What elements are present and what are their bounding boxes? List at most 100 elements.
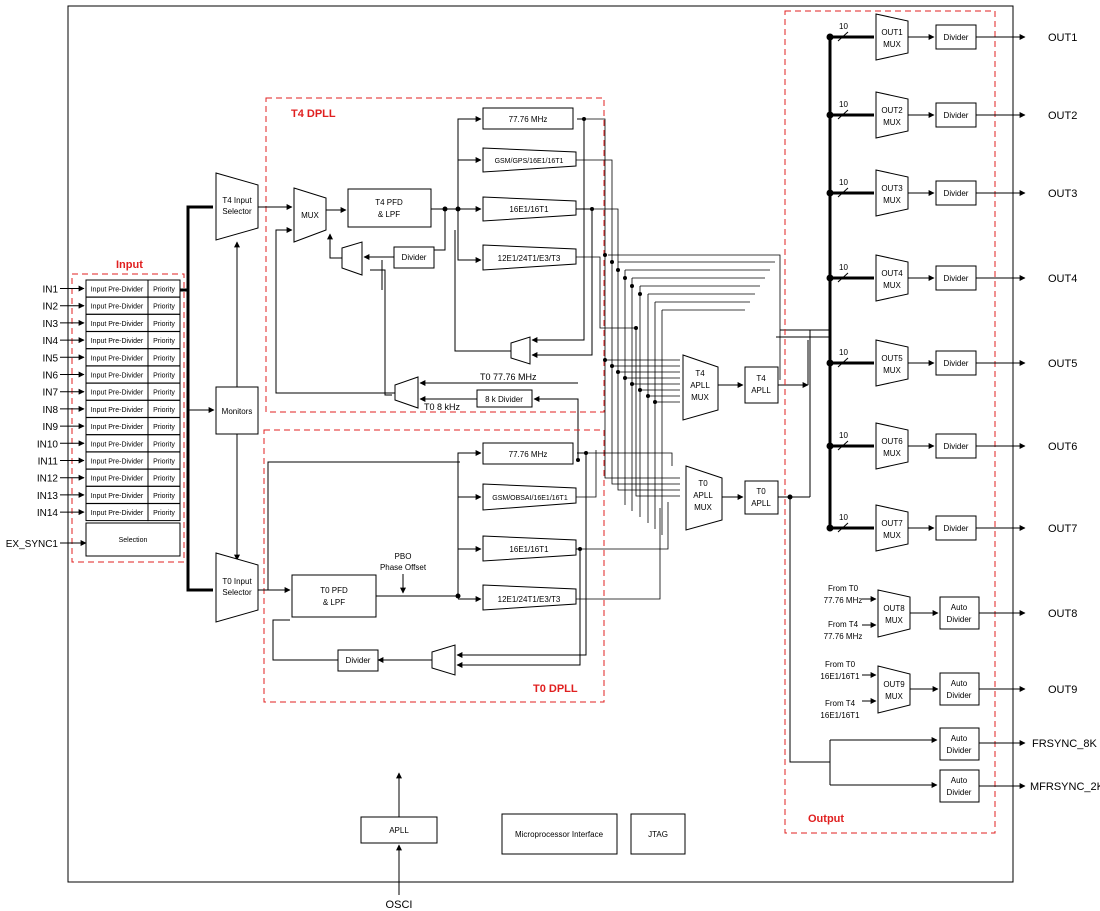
priority-label: Priority	[153, 390, 175, 397]
out8-t4-l2: 77.76 MHz	[824, 632, 863, 641]
t0-pfd-lpf	[291, 574, 377, 618]
out9-div-l1: Auto	[951, 679, 968, 688]
chip-boundary	[67, 5, 1014, 883]
t0-f2-label: GSM/OBSAI/16E1/16T1	[492, 495, 568, 502]
pbo-line1: PBO	[395, 552, 412, 561]
input-signal-label: IN8	[42, 405, 58, 416]
t0-divider-label: Divider	[346, 656, 371, 665]
bus-slash	[837, 357, 849, 368]
ex-sync-label: EX_SYNC1	[6, 539, 59, 550]
t0-f1-block	[482, 442, 574, 465]
jtag-block	[630, 813, 686, 855]
t4-f2-label: GSM/GPS/16E1/16T1	[495, 158, 564, 165]
priority-label: Priority	[153, 338, 175, 345]
out9-t0-l2: 16E1/16T1	[820, 672, 860, 681]
out-mux	[875, 91, 909, 139]
priority-label: Priority	[153, 304, 175, 311]
microprocessor-interface	[501, 813, 618, 855]
t4-branch-1	[457, 116, 482, 209]
t4-f1-label: 77.76 MHz	[509, 115, 548, 124]
input-bus-t4	[186, 205, 213, 290]
t4-apll-mux-l3: MUX	[691, 393, 709, 402]
out-mux	[875, 504, 909, 552]
t4-feedback-a	[434, 209, 446, 251]
jtag-label: JTAG	[648, 830, 668, 839]
out9-t4-l2: 16E1/16T1	[820, 711, 860, 720]
t4-dpll-label: T4 DPLL	[291, 108, 336, 120]
out-label: OUT7	[1048, 523, 1077, 535]
out-mux-l2: MUX	[883, 449, 901, 458]
t4-lower-mux-out	[454, 230, 511, 352]
bus-width-label: 10	[839, 22, 848, 31]
predivider-label: Input Pre-Divider	[91, 287, 144, 294]
t0-return-mux	[394, 376, 419, 409]
t0-input-selector	[215, 552, 259, 623]
t4-feedback-mux	[341, 241, 363, 276]
t0-pfd-line2: & LPF	[323, 598, 345, 607]
frsync-div-l2: Divider	[947, 746, 972, 755]
t4-f4-block	[482, 244, 577, 271]
t0-apll-l2: APLL	[751, 499, 771, 508]
out-mux-l1: OUT7	[881, 519, 903, 528]
input-signal-label: IN7	[42, 388, 58, 399]
predivider-label: Input Pre-Divider	[91, 321, 144, 328]
input-signal-label: IN14	[37, 508, 59, 519]
bus-width-label: 10	[839, 348, 848, 357]
out-mux-l1: OUT5	[881, 354, 903, 363]
t0-f1-label: 77.76 MHz	[509, 450, 548, 459]
t4-mux	[293, 187, 327, 243]
t4-selector-line1: T4 Input	[222, 196, 252, 205]
t0-apll-mux	[685, 465, 723, 531]
div8k-label: 8 k Divider	[485, 395, 523, 404]
out9-label: OUT9	[1048, 684, 1077, 696]
out9-mux-l2: MUX	[885, 692, 903, 701]
out8-t0-l2: 77.76 MHz	[824, 596, 863, 605]
t4-f3-feedback	[531, 208, 593, 358]
t4-f2-block	[482, 147, 577, 173]
bus-width-label: 10	[839, 100, 848, 109]
output-boundary	[784, 10, 996, 834]
t4-apll-mux-l1: T4	[695, 369, 705, 378]
out-label: OUT3	[1048, 188, 1077, 200]
out-divider-label: Divider	[944, 33, 969, 42]
out-mux	[875, 339, 909, 387]
osci-label: OSCI	[386, 899, 413, 911]
out8-mux	[877, 589, 911, 638]
predivider-label: Input Pre-Divider	[91, 407, 144, 414]
t4-pfd-line2: & LPF	[378, 210, 400, 219]
t4-pfd-lpf	[347, 188, 432, 228]
input-section-boundary	[71, 273, 185, 563]
t0-f3-label: 16E1/16T1	[509, 545, 549, 554]
out-label: OUT2	[1048, 110, 1077, 122]
t4-f3-block	[482, 196, 577, 222]
pbo-line2: Phase Offset	[380, 563, 427, 572]
predivider-label: Input Pre-Divider	[91, 493, 144, 500]
frsync-label: FRSYNC_8K	[1032, 738, 1097, 750]
t0-7776-label: T0 77.76 MHz	[480, 372, 537, 382]
out-divider-label: Divider	[944, 111, 969, 120]
priority-label: Priority	[153, 373, 175, 380]
input-signal-label: IN4	[42, 336, 58, 347]
bus-slash	[837, 187, 849, 198]
out-mux-l1: OUT4	[881, 269, 903, 278]
mfrsync-auto-divider	[939, 769, 980, 803]
input-signal-label: IN10	[37, 439, 59, 450]
apll-block	[360, 816, 438, 844]
priority-label: Priority	[153, 321, 175, 328]
bus-slash	[837, 440, 849, 451]
t4-f1-block	[482, 107, 574, 130]
out-mux-l2: MUX	[883, 40, 901, 49]
out-mux	[875, 169, 909, 217]
t0-apll-mux-l1: T0	[698, 479, 708, 488]
t0-dpll-label: T0 DPLL	[533, 683, 578, 695]
t0-apll-to-sync	[789, 497, 830, 763]
priority-label: Priority	[153, 424, 175, 431]
predivider-label: Input Pre-Divider	[91, 424, 144, 431]
t0-selector-line2: Selector	[222, 588, 252, 597]
out9-t0-l1: From T0	[825, 660, 856, 669]
priority-label: Priority	[153, 287, 175, 294]
out-divider-label: Divider	[944, 442, 969, 451]
predivider-label: Input Pre-Divider	[91, 441, 144, 448]
